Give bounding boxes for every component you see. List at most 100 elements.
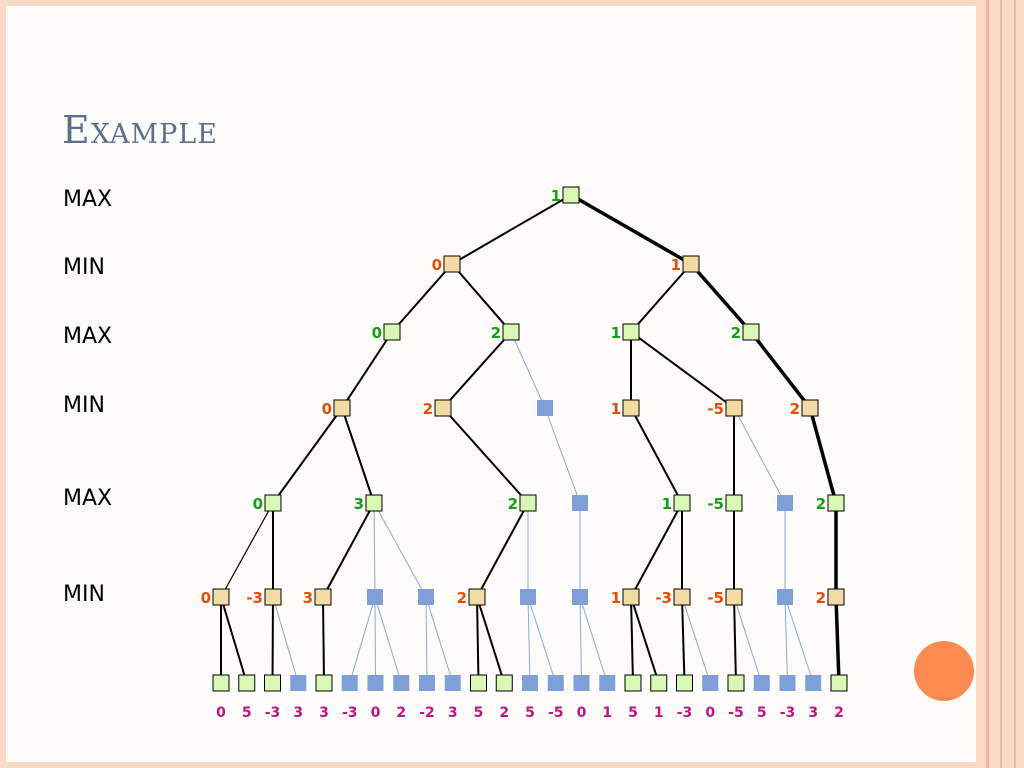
pruned-leaf-node [393, 675, 410, 691]
level-label-0: MAX [63, 187, 113, 212]
tree-edge [442, 407, 529, 504]
leaf-value-label: -2 [419, 705, 435, 721]
leaf-value-label: -5 [728, 705, 744, 721]
min-node [622, 399, 640, 417]
nodes-layer [212, 186, 848, 692]
leaf-value-label: 2 [396, 705, 406, 721]
max-node [383, 323, 401, 341]
min-node [212, 588, 230, 606]
node-value-label: 0 [432, 256, 442, 274]
tree-edge [630, 331, 735, 409]
node-value-label: 0 [253, 495, 263, 513]
tree-edge [733, 407, 786, 504]
tree-edge [510, 331, 546, 409]
leaf-value-label: 5 [474, 705, 484, 721]
tree-edge [544, 407, 581, 504]
leaf-edge [681, 596, 686, 684]
leaf-edge [784, 596, 788, 684]
min-node [314, 588, 332, 606]
node-value-label: 1 [671, 256, 681, 274]
node-value-label: -5 [707, 589, 724, 607]
pruned-node [777, 495, 793, 511]
node-value-label: -5 [707, 495, 724, 513]
min-node [468, 588, 486, 606]
leaf-value-label: 0 [577, 705, 587, 721]
tree-edge [341, 331, 393, 409]
pruned-leaf-node [419, 675, 435, 691]
max-node [725, 494, 743, 512]
leaf-edge [681, 596, 711, 684]
leaf-value-label: -3 [265, 705, 281, 721]
tree-edge [220, 502, 274, 598]
leaf-value-label: 3 [448, 705, 458, 721]
max-node [673, 494, 691, 512]
border-stripe [1000, 0, 1002, 768]
node-value-label: 1 [662, 495, 672, 513]
leaf-node [315, 674, 333, 692]
pruned-leaf-node [779, 675, 796, 691]
pruned-node [777, 589, 793, 605]
node-value-label: 2 [508, 495, 518, 513]
leaf-node [727, 674, 745, 692]
leaf-node [676, 674, 693, 692]
tree-edge [341, 407, 375, 504]
node-value-label: 2 [816, 589, 826, 607]
leaf-node [212, 674, 230, 692]
leaf-edge [374, 596, 402, 684]
level-label-5: MIN [63, 582, 105, 607]
pruned-leaf-node [702, 675, 719, 691]
node-value-label: 2 [790, 400, 800, 418]
slide-right-border [976, 0, 1024, 768]
leaf-edge [579, 596, 608, 684]
min-node [827, 588, 845, 606]
min-node [622, 588, 640, 606]
max-node [742, 323, 760, 341]
max-node [562, 186, 580, 204]
leaf-value-label: 2 [499, 705, 509, 721]
leaf-value-label: 0 [705, 705, 715, 721]
leaf-value-label: 2 [834, 705, 844, 721]
min-node [333, 399, 351, 417]
leaf-edge [527, 596, 557, 684]
tree-edge [272, 407, 343, 504]
leaf-node [624, 674, 642, 692]
slide-bottom-border [0, 762, 976, 768]
slide-top-border [0, 0, 976, 6]
leaf-edge [733, 596, 737, 684]
leaf-edge [349, 596, 376, 684]
level-label-2: MAX [63, 324, 113, 349]
slide-title: Example [62, 108, 218, 152]
min-node [725, 588, 743, 606]
leaf-edge [425, 596, 454, 684]
leaf-value-label: 0 [216, 705, 226, 721]
node-value-label: 3 [303, 589, 313, 607]
leaf-edge [272, 596, 299, 684]
leaf-edge [476, 596, 506, 684]
node-value-label: -3 [655, 589, 672, 607]
decorative-circle [914, 641, 974, 701]
tree-edge [630, 407, 683, 504]
node-value-label: 2 [423, 400, 433, 418]
leaf-node [470, 674, 487, 692]
tree-edge [749, 330, 812, 410]
leaf-edge [630, 596, 634, 684]
leaf-edge [527, 596, 531, 684]
max-node [502, 323, 520, 341]
level-label-4: MAX [63, 486, 113, 511]
pruned-node [367, 589, 383, 605]
leaf-value-label: -3 [677, 705, 693, 721]
pruned-node [572, 495, 588, 511]
leaf-value-label: 3 [293, 705, 303, 721]
tree-edge [391, 263, 453, 333]
node-value-label: 1 [611, 324, 621, 342]
leaf-edge [271, 596, 274, 684]
pruned-leaf-node [805, 675, 822, 691]
tree-edge [451, 194, 572, 265]
min-node [725, 399, 743, 417]
pruned-leaf-node [341, 675, 358, 691]
node-value-label: 2 [491, 324, 501, 342]
leaf-value-label: 5 [525, 705, 535, 721]
leaf-edge [476, 596, 480, 684]
node-value-label: -3 [246, 589, 263, 607]
pruned-node [537, 400, 553, 416]
